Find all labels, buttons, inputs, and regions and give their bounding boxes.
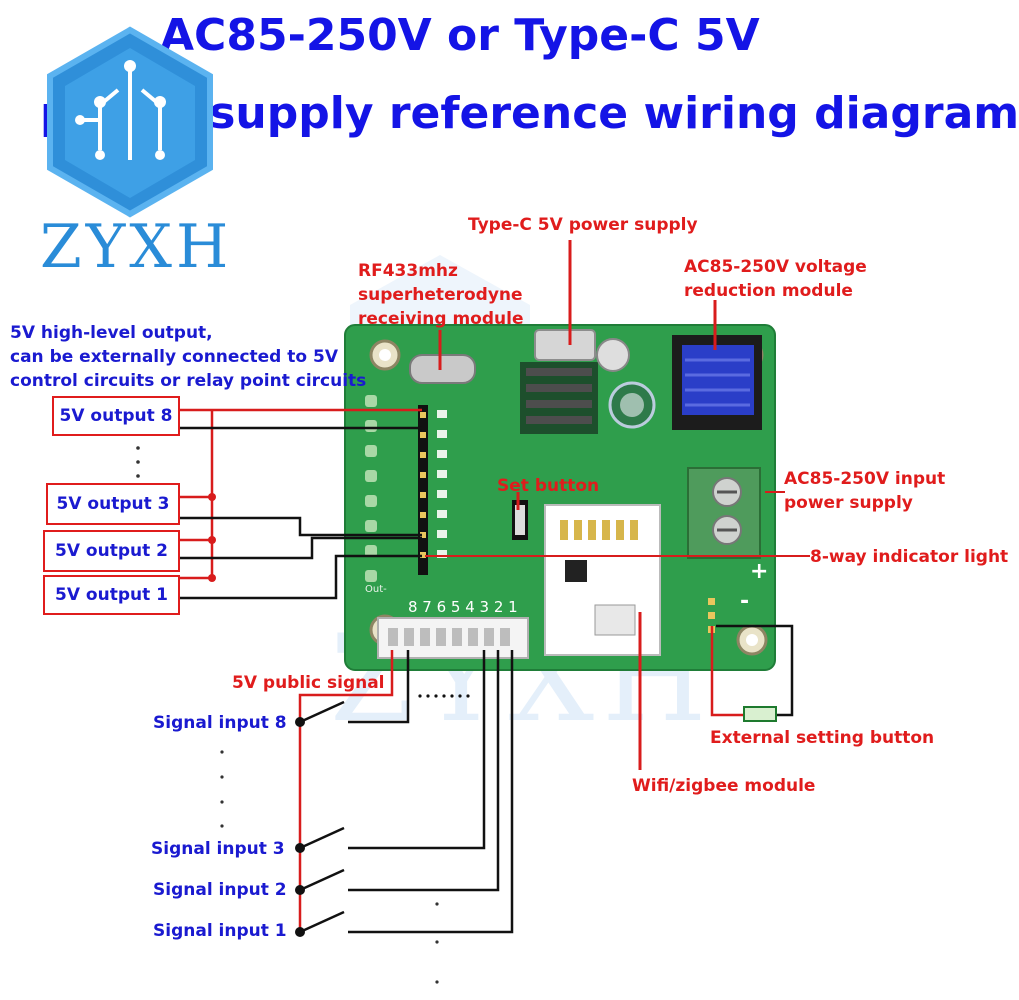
logo-hexagon-icon xyxy=(47,26,213,218)
signal-input-3: Signal input 3 xyxy=(151,839,285,859)
signal-input-8: Signal input 8 xyxy=(153,713,287,733)
signal-input-2: Signal input 2 xyxy=(153,880,287,900)
label-indicator-light: 8-way indicator light xyxy=(810,547,1009,567)
label-public-signal: 5V public signal xyxy=(232,673,385,693)
label-set-button: Set button xyxy=(497,476,600,496)
logo-text: ZYXH xyxy=(40,212,233,282)
board-silk-plus: + xyxy=(750,559,768,584)
title-line-1: AC85-250V or Type-C 5V xyxy=(160,10,760,61)
output-box-2: 5V output 2 xyxy=(43,530,180,572)
board-pin-numbers: 8 7 6 5 4 3 2 1 xyxy=(408,598,518,616)
label-rf-module-2: superheterodyne xyxy=(358,285,523,305)
output-box-8: 5V output 8 xyxy=(52,396,180,436)
output-note-2: can be externally connected to 5V xyxy=(10,347,338,367)
external-button-icon xyxy=(743,706,777,722)
label-wifi-module: Wifi/zigbee module xyxy=(632,776,816,796)
label-ac-reduction-2: reduction module xyxy=(684,281,853,301)
output-box-1: 5V output 1 xyxy=(43,575,180,615)
label-rf-module-3: receiving module xyxy=(358,309,524,329)
label-typec-power: Type-C 5V power supply xyxy=(468,215,698,235)
output-note-3: control circuits or relay point circuits xyxy=(10,371,367,391)
board-silk-out: Out- xyxy=(365,584,387,595)
board-silk-minus: - xyxy=(740,589,749,614)
output-note-1: 5V high-level output, xyxy=(10,323,213,343)
pcb-board xyxy=(344,324,776,671)
label-external-button: External setting button xyxy=(710,728,935,748)
output-box-3: 5V output 3 xyxy=(46,483,180,525)
label-ac-reduction-1: AC85-250V voltage xyxy=(684,257,867,277)
label-rf-module-1: RF433mhz xyxy=(358,261,458,281)
label-ac-input-1: AC85-250V input xyxy=(784,469,946,489)
signal-input-1: Signal input 1 xyxy=(153,921,287,941)
label-ac-input-2: power supply xyxy=(784,493,913,513)
